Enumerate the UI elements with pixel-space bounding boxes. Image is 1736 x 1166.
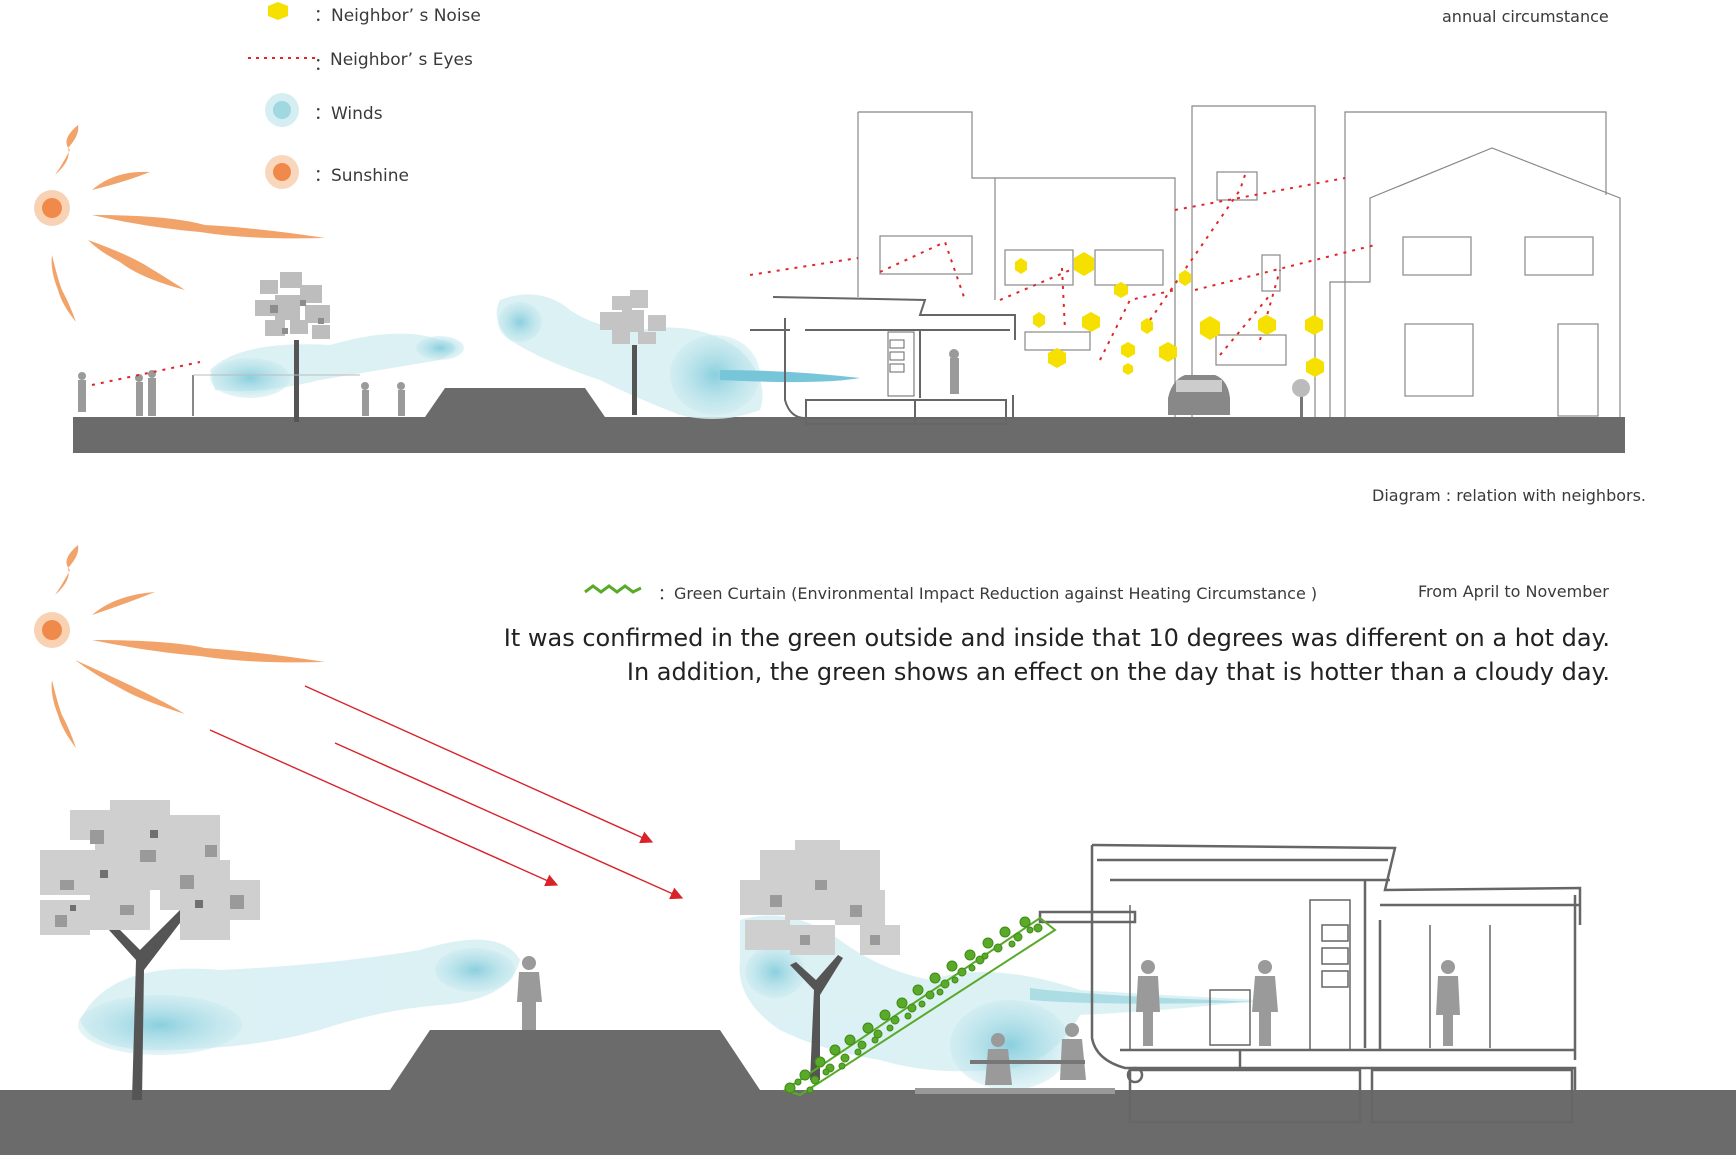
- sun-legend-icon: [265, 155, 299, 189]
- person-bottom-1: [517, 956, 542, 1030]
- small-tree-icon: [1292, 379, 1310, 417]
- car-icon: [1168, 375, 1230, 415]
- people-bottom: [985, 960, 1460, 1085]
- tree-top-2: [600, 290, 666, 415]
- house-section-bottom: [1038, 843, 1582, 1124]
- terrace-table: [970, 1060, 1085, 1064]
- sun-icon-bottom: [34, 545, 325, 748]
- legend: [248, 2, 320, 189]
- statement-line-2: In addition, the green shows an effect o…: [626, 658, 1610, 686]
- green-curtain-legend-label: ：Green Curtain (Environmental Impact Red…: [658, 584, 1318, 603]
- noise-markers: [1015, 252, 1324, 377]
- terrace-deck: [915, 1088, 1115, 1094]
- legend-winds-label: ：Winds: [314, 104, 383, 124]
- tree-bottom-2: [740, 840, 900, 1080]
- mound-bottom: [390, 1030, 760, 1090]
- neighbor-buildings-top: [857, 105, 1621, 417]
- noise-legend-icon: [268, 2, 288, 20]
- green-curtain-legend-icon: [584, 584, 642, 594]
- sun-rays: [209, 685, 684, 900]
- house-section-top: [750, 296, 1016, 425]
- ground-bottom: [0, 1090, 1736, 1162]
- eyes-lines: [91, 174, 1376, 386]
- tree-bottom-1: [40, 800, 260, 1100]
- ground-top: [73, 417, 1625, 453]
- winds-top: [210, 294, 860, 419]
- mound-top: [425, 388, 605, 417]
- sun-icon: [34, 125, 325, 322]
- top-period-label: annual circumstance: [1442, 7, 1609, 26]
- legend-eyes-label: Neighbor’ s Eyes: [330, 50, 473, 70]
- top-caption: Diagram : relation with neighbors.: [1372, 486, 1647, 505]
- green-curtain: [782, 916, 1057, 1097]
- legend-sunshine-label: ：Sunshine: [314, 166, 409, 186]
- people-top: [78, 349, 959, 416]
- statement-line-1: It was confirmed in the green outside an…: [503, 624, 1610, 652]
- legend-noise-label: ：Neighbor’ s Noise: [314, 6, 481, 26]
- bottom-period-label: From April to November: [1418, 582, 1609, 601]
- tree-top-1: [255, 272, 330, 422]
- legend-eyes-prefix: ：: [314, 55, 331, 75]
- wind-legend-icon: [265, 93, 299, 127]
